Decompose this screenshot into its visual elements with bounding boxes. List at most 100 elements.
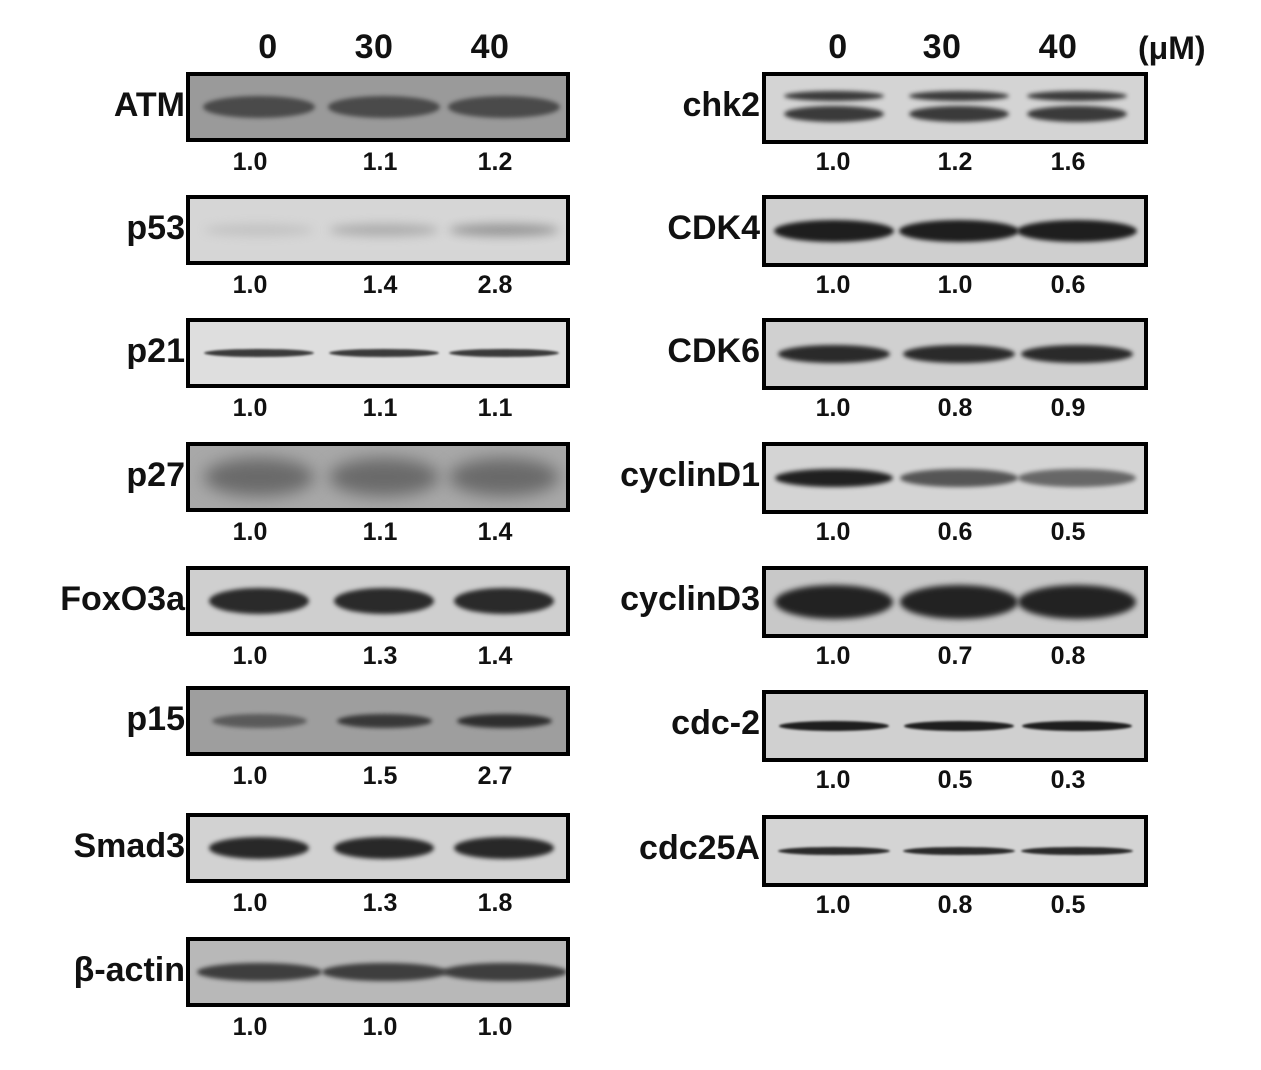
quantification-value: 1.4	[477, 518, 513, 546]
quantification-value: 0.5	[1050, 891, 1086, 919]
quantification-value: 1.3	[362, 642, 398, 670]
protein-label-right: cyclinD1	[620, 456, 760, 494]
blot-image	[186, 937, 570, 1007]
protein-band	[203, 96, 315, 118]
quantification-value: 1.0	[362, 1013, 398, 1041]
protein-label-right: cyclinD3	[620, 580, 760, 618]
protein-band	[1018, 469, 1136, 487]
protein-band	[209, 837, 309, 859]
quantification-value: 1.1	[362, 394, 398, 422]
protein-band	[328, 96, 440, 118]
blot-image	[186, 442, 570, 512]
protein-band	[321, 963, 447, 981]
blot-image	[186, 686, 570, 756]
quantification-value: 1.0	[815, 271, 851, 299]
protein-band	[329, 458, 439, 496]
conc-header-left-40: 40	[470, 28, 510, 66]
quantification-value: 1.0	[477, 1013, 513, 1041]
protein-band	[441, 963, 566, 981]
protein-band	[448, 96, 560, 118]
quantification-value: 1.6	[1050, 148, 1086, 176]
protein-band	[1022, 721, 1132, 731]
protein-band	[903, 847, 1015, 855]
quantification-value: 2.8	[477, 271, 513, 299]
protein-band	[778, 345, 890, 363]
conc-header-left-0: 0	[258, 28, 278, 66]
protein-band	[784, 91, 884, 101]
blot-image	[762, 195, 1148, 267]
blot-image	[762, 72, 1148, 144]
blot-image	[186, 318, 570, 388]
quantification-value: 0.5	[937, 766, 973, 794]
protein-band	[900, 469, 1018, 487]
protein-band	[456, 714, 552, 728]
quantification-value: 1.2	[937, 148, 973, 176]
protein-band	[1027, 106, 1127, 122]
quantification-value: 1.2	[477, 148, 513, 176]
quantification-value: 1.0	[815, 394, 851, 422]
protein-label-left: FoxO3a	[60, 580, 185, 618]
protein-band	[900, 585, 1018, 619]
quantification-value: 1.0	[232, 271, 268, 299]
quantification-value: 0.8	[937, 891, 973, 919]
protein-band	[334, 588, 434, 614]
protein-band	[1018, 585, 1136, 619]
protein-label-left: β-actin	[73, 951, 185, 989]
protein-label-right: chk2	[682, 86, 761, 124]
protein-band	[1021, 345, 1133, 363]
protein-label-left: p21	[126, 332, 185, 370]
quantification-value: 0.3	[1050, 766, 1086, 794]
quantification-value: 1.0	[815, 148, 851, 176]
quantification-value: 1.1	[362, 148, 398, 176]
protein-band	[778, 847, 890, 855]
protein-band	[899, 220, 1019, 242]
protein-label-left: p53	[126, 209, 185, 247]
protein-band	[449, 458, 559, 496]
protein-label-left: p27	[126, 456, 185, 494]
protein-label-left: p15	[126, 700, 185, 738]
concentration-unit: (μM)	[1138, 30, 1206, 66]
quantification-value: 1.4	[362, 271, 398, 299]
blot-image	[762, 318, 1148, 390]
blot-image	[186, 195, 570, 265]
quantification-value: 0.6	[937, 518, 973, 546]
protein-band	[774, 220, 894, 242]
protein-band	[909, 91, 1009, 101]
protein-band	[204, 224, 314, 236]
protein-label-right: CDK4	[667, 209, 760, 247]
quantification-value: 0.9	[1050, 394, 1086, 422]
conc-header-left-30: 30	[354, 28, 394, 66]
conc-header-right-40: 40	[1038, 28, 1078, 66]
protein-band	[204, 349, 314, 357]
quantification-value: 1.8	[477, 889, 513, 917]
quantification-value: 1.0	[232, 148, 268, 176]
protein-label-right: CDK6	[667, 332, 760, 370]
quantification-value: 1.0	[232, 518, 268, 546]
protein-band	[336, 714, 432, 728]
quantification-value: 1.0	[232, 394, 268, 422]
protein-band	[1017, 220, 1137, 242]
protein-band	[903, 345, 1015, 363]
protein-band	[454, 837, 554, 859]
protein-label-left: ATM	[113, 86, 185, 124]
quantification-value: 0.6	[1050, 271, 1086, 299]
blot-image	[186, 566, 570, 636]
protein-band	[454, 588, 554, 614]
blot-image	[186, 813, 570, 883]
protein-band	[209, 588, 309, 614]
protein-band	[196, 963, 322, 981]
protein-band	[784, 106, 884, 122]
quantification-value: 1.4	[477, 642, 513, 670]
protein-band	[449, 349, 559, 357]
quantification-value: 0.7	[937, 642, 973, 670]
quantification-value: 1.0	[232, 762, 268, 790]
conc-header-right-30: 30	[922, 28, 962, 66]
quantification-value: 1.0	[815, 891, 851, 919]
blot-image	[762, 690, 1148, 762]
protein-band	[779, 721, 889, 731]
quantification-value: 1.0	[232, 1013, 268, 1041]
protein-band	[904, 721, 1014, 731]
quantification-value: 1.0	[232, 642, 268, 670]
protein-band	[329, 224, 439, 236]
